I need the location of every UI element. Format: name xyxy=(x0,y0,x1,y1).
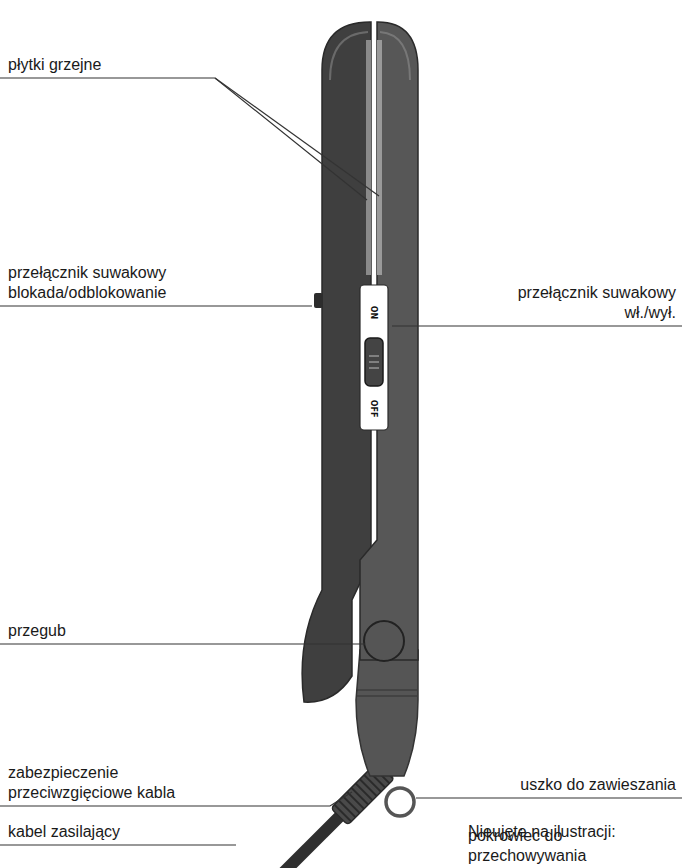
on-off-switch xyxy=(365,338,383,386)
handle xyxy=(356,650,418,776)
right-arm xyxy=(360,22,418,660)
part-label: kabel zasilający xyxy=(8,822,208,842)
heating-plate xyxy=(366,40,371,275)
part-label: zabezpieczenie przeciwzgięciowe kabla xyxy=(8,763,208,803)
part-label: uszko do zawieszania xyxy=(436,775,676,795)
part-label: płytki grzejne xyxy=(8,55,218,75)
part-label: przełącznik suwakowy blokada/odblokowani… xyxy=(8,263,208,303)
leader-lines xyxy=(0,78,682,845)
cable-group xyxy=(194,762,395,868)
joint xyxy=(364,621,404,661)
switch-marking: OFF xyxy=(369,399,378,417)
switch-marking: ON xyxy=(370,305,379,319)
lock-switch xyxy=(314,293,323,308)
part-label: pokrowiec do przechowywania xyxy=(468,826,678,866)
hanging-loop xyxy=(386,788,414,816)
heating-plate xyxy=(377,40,382,275)
part-label: przegub xyxy=(8,621,208,641)
part-label: przełącznik suwakowy wł./wył. xyxy=(496,283,676,323)
